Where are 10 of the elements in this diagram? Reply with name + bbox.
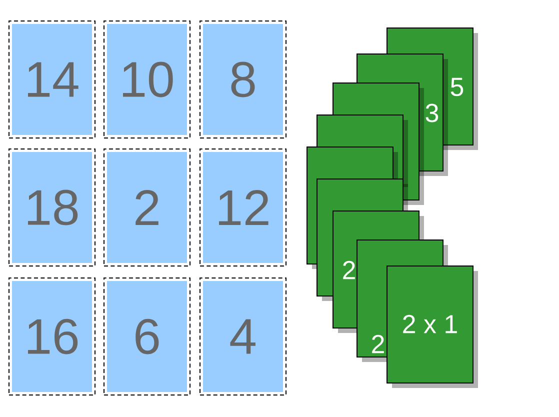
flash-card: 2 x 1: [386, 266, 478, 388]
number-tile: 2: [104, 148, 190, 266]
number-tile: 4: [200, 278, 286, 396]
number-tile: 12: [200, 148, 286, 266]
number-tile: 18: [8, 148, 96, 266]
number-tile: 16: [8, 278, 96, 396]
number-tile: 8: [200, 20, 286, 138]
number-tile: 6: [104, 278, 190, 396]
number-tile: 14: [8, 20, 96, 138]
number-tile: 10: [104, 20, 190, 138]
